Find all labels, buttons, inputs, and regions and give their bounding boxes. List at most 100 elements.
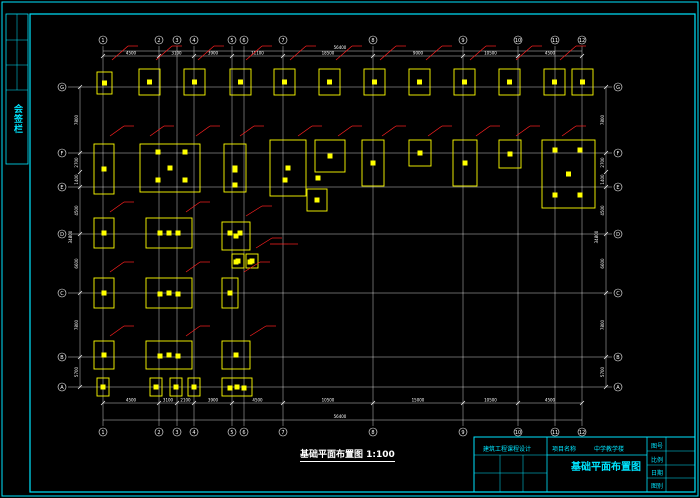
axis-grid (68, 46, 612, 426)
dim-tick (603, 150, 609, 156)
column-pad (566, 171, 571, 177)
footing-outline (96, 377, 110, 397)
column-pad (417, 79, 422, 85)
circle-icon (613, 229, 623, 239)
circle-icon (577, 35, 587, 45)
footing-outline (93, 340, 115, 370)
leader-line (559, 45, 577, 61)
footing-outline (571, 68, 594, 96)
axis-label-3: 3 (175, 38, 178, 44)
dim-tick (370, 53, 376, 59)
footing-outline (361, 139, 385, 187)
circle-icon (98, 35, 108, 45)
column-pad (101, 352, 107, 358)
circle-icon (613, 382, 623, 392)
column-pad (327, 153, 333, 159)
column-pad (192, 79, 197, 85)
column-pad (233, 352, 239, 358)
column-pad (507, 79, 512, 85)
circle-icon (613, 352, 623, 362)
dim-tick (156, 53, 162, 59)
leader-line (109, 261, 125, 273)
leader-line (245, 45, 263, 61)
column-pad (102, 80, 107, 86)
footing-outline (221, 340, 251, 370)
column-pad (166, 290, 172, 296)
axis-label-F: F (617, 151, 620, 157)
footing-outline (363, 68, 386, 96)
leader-line (111, 45, 129, 61)
circle-icon (239, 427, 249, 437)
column-pad (155, 177, 161, 183)
footing-outline (139, 143, 201, 193)
dim-label: 1400 (600, 174, 605, 185)
footing-outline (138, 68, 161, 96)
dim-tick (280, 400, 286, 406)
axis-label-5: 5 (230, 430, 233, 436)
footing-outline (145, 217, 193, 249)
footing-outline (145, 340, 193, 370)
leader-line (561, 125, 577, 137)
circle-icon (458, 427, 468, 437)
column-pad (166, 230, 172, 236)
dim-tick (515, 400, 521, 406)
footing-outline (223, 143, 247, 193)
dim-label: 4500 (545, 51, 556, 56)
column-pad (147, 79, 152, 85)
axis-label-2: 2 (157, 38, 160, 44)
circle-icon (154, 427, 164, 437)
column-pad (327, 79, 332, 85)
dim-label: 18500 (322, 51, 335, 56)
column-pad (227, 230, 233, 236)
dim-overall-bottom: 56400 (334, 414, 347, 419)
dim-label: 5700 (600, 366, 605, 377)
title-block-label-1: 图号 (651, 443, 664, 450)
leader-line (109, 201, 125, 213)
dim-tick (370, 400, 376, 406)
circle-icon (57, 229, 67, 239)
footing-outline (408, 68, 431, 96)
axis-label-B: B (60, 355, 64, 361)
axis-label-A: A (60, 385, 64, 391)
axis-label-B: B (616, 355, 620, 361)
axis-label-9: 9 (461, 430, 464, 436)
dim-label: 4500 (600, 205, 605, 216)
dim-label: 7800 (74, 319, 79, 330)
circle-icon (57, 288, 67, 298)
dim-label: 4500 (74, 205, 79, 216)
dim-tick (460, 400, 466, 406)
footing-outline (96, 71, 113, 95)
circle-icon (239, 35, 249, 45)
column-pad (552, 79, 557, 85)
dim-label: 3900 (208, 398, 219, 403)
dim-tick (603, 384, 609, 390)
dim-overall-top: 56400 (334, 45, 347, 50)
circle-icon (613, 182, 623, 192)
axis-label-G: G (616, 85, 620, 91)
circle-icon (550, 427, 560, 437)
dim-col-left-overall: 34800 (68, 230, 73, 243)
axis-label-12: 12 (579, 430, 585, 436)
leader-line (109, 125, 125, 137)
axis-label-E: E (616, 185, 619, 191)
axis-label-9: 9 (461, 38, 464, 44)
dim-label: 10500 (484, 398, 497, 403)
footing-outline (452, 139, 478, 187)
dim-label: 10500 (484, 51, 497, 56)
leader-line (255, 237, 273, 249)
leader-line (243, 261, 261, 273)
column-pad (580, 79, 585, 85)
column-pad (552, 147, 558, 153)
circle-icon (189, 427, 199, 437)
footing-outline (169, 377, 183, 397)
column-pad (153, 384, 159, 390)
leader-line (239, 125, 255, 137)
column-pad (101, 230, 107, 236)
dim-label: 4500 (252, 398, 263, 403)
axis-label-A: A (616, 385, 620, 391)
column-pad (100, 384, 106, 390)
dim-tick (280, 53, 286, 59)
leader-line (381, 125, 397, 137)
